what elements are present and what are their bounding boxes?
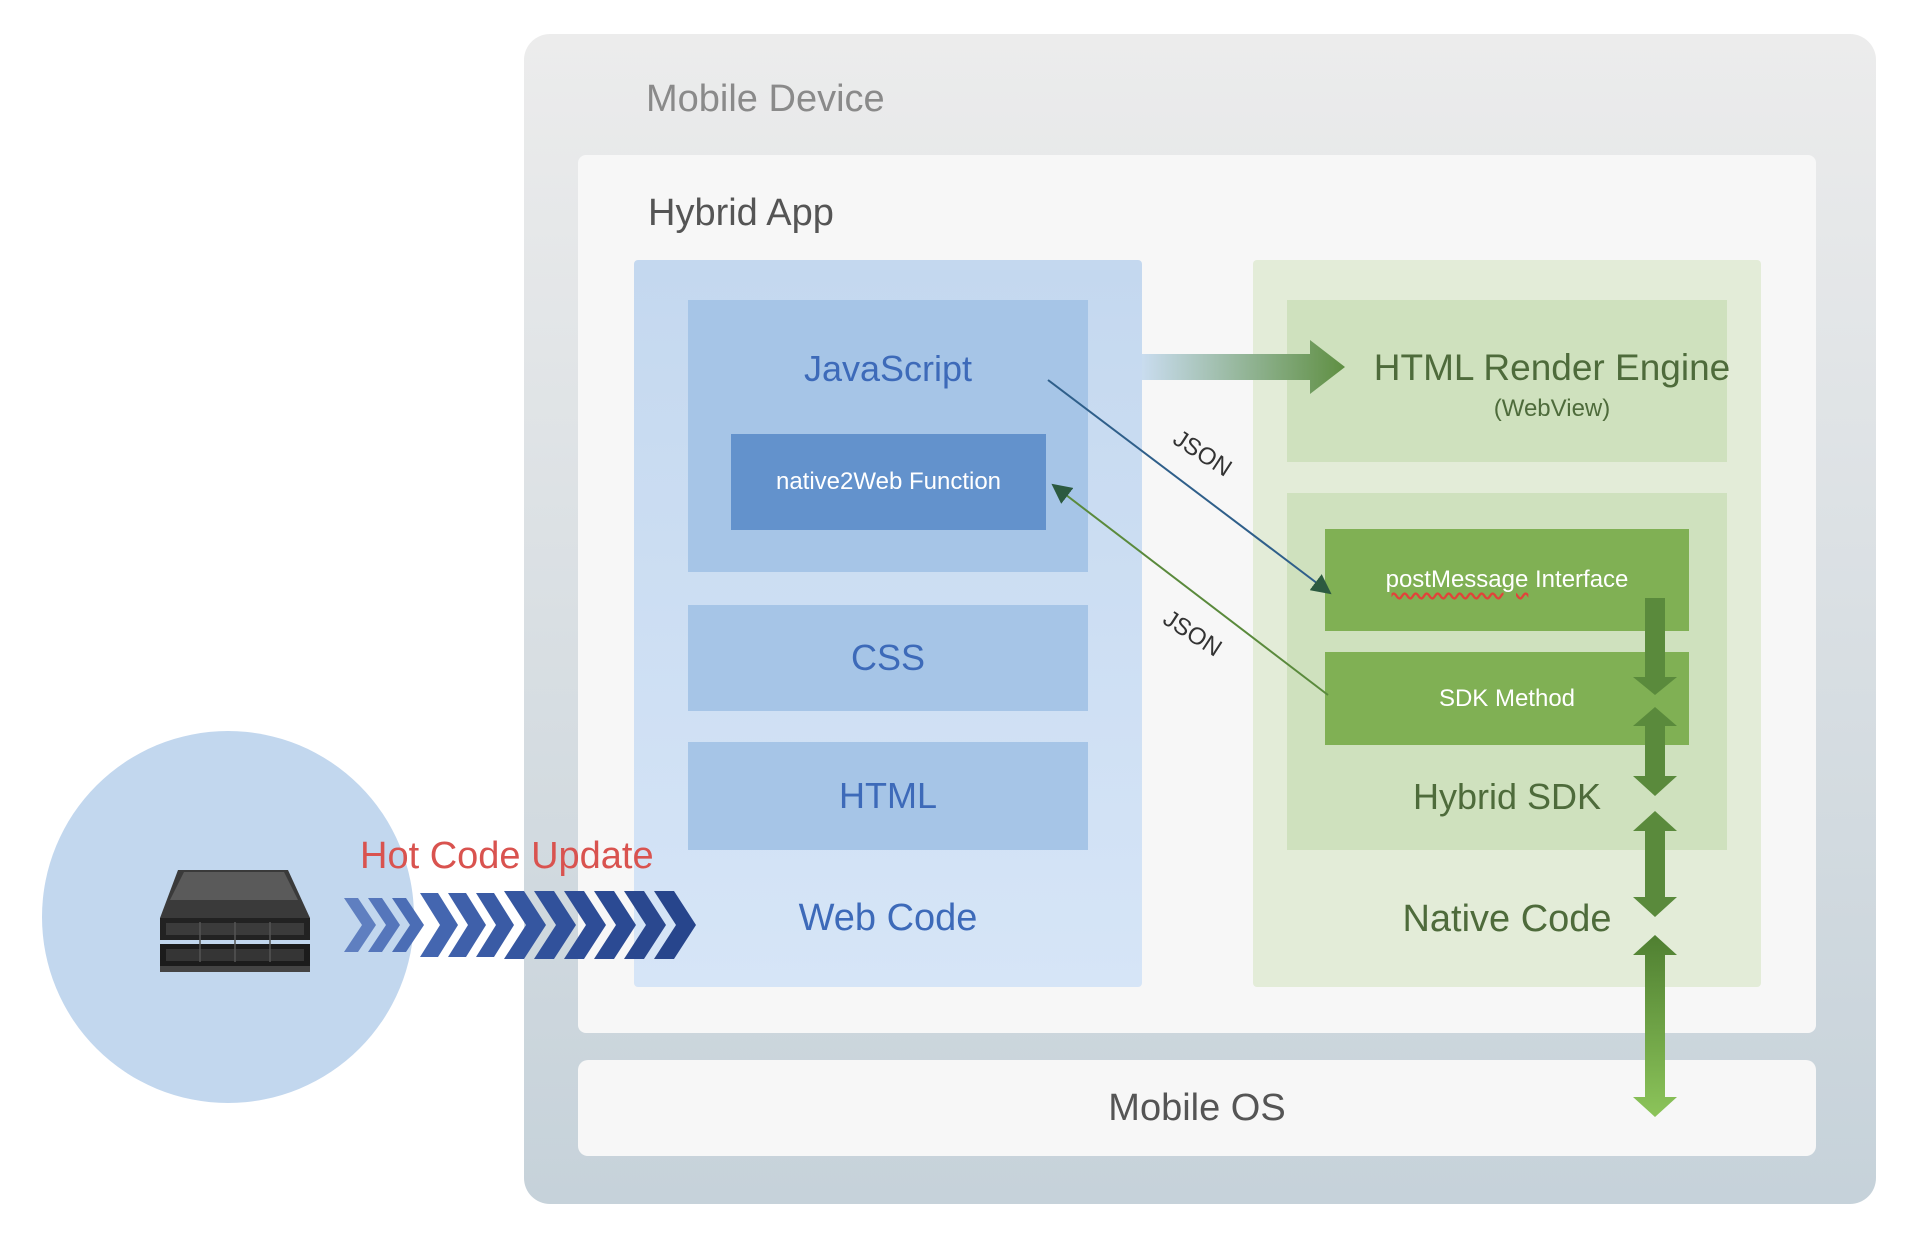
- hybrid-sdk-label: Hybrid SDK: [1412, 776, 1602, 817]
- postmessage-rest: Interface: [1528, 566, 1629, 593]
- css-label: CSS: [850, 637, 926, 678]
- postmessage-interface-box: postMessage Interface: [1325, 529, 1689, 631]
- hot-update-chevrons: [344, 891, 696, 959]
- html-box: HTML: [688, 742, 1088, 850]
- html-render-engine-box: [1287, 300, 1727, 462]
- hybrid-app-title: Hybrid App: [648, 192, 834, 234]
- render-engine-arrow: [1142, 340, 1345, 394]
- render-engine-subtitle: (WebView): [1493, 395, 1611, 422]
- json-arrow-to-native: [1047, 379, 1332, 595]
- css-box: CSS: [688, 605, 1088, 711]
- native2web-function-box: native2Web Function: [731, 434, 1046, 530]
- native2web-function-label: native2Web Function: [775, 468, 1002, 495]
- native-code-label: Native Code: [1402, 898, 1612, 940]
- sdk-method-label: SDK Method: [1438, 684, 1576, 712]
- mobile-os-label: Mobile OS: [1108, 1086, 1286, 1129]
- javascript-label: JavaScript: [803, 348, 973, 389]
- mobile-os-bar: Mobile OS: [578, 1060, 1816, 1156]
- json-arrow-to-web: [1051, 483, 1329, 696]
- postmessage-word: postMessage: [1385, 566, 1529, 593]
- sdk-method-box: SDK Method: [1325, 652, 1689, 745]
- hot-code-update-label: Hot Code Update: [360, 835, 654, 877]
- vertical-flow-arrows: [1633, 598, 1677, 1117]
- html-label: HTML: [839, 775, 937, 816]
- render-engine-title: HTML Render Engine: [1373, 347, 1731, 388]
- server-icon: [160, 870, 310, 972]
- web-code-label: Web Code: [798, 897, 978, 939]
- mobile-device-title: Mobile Device: [646, 78, 885, 120]
